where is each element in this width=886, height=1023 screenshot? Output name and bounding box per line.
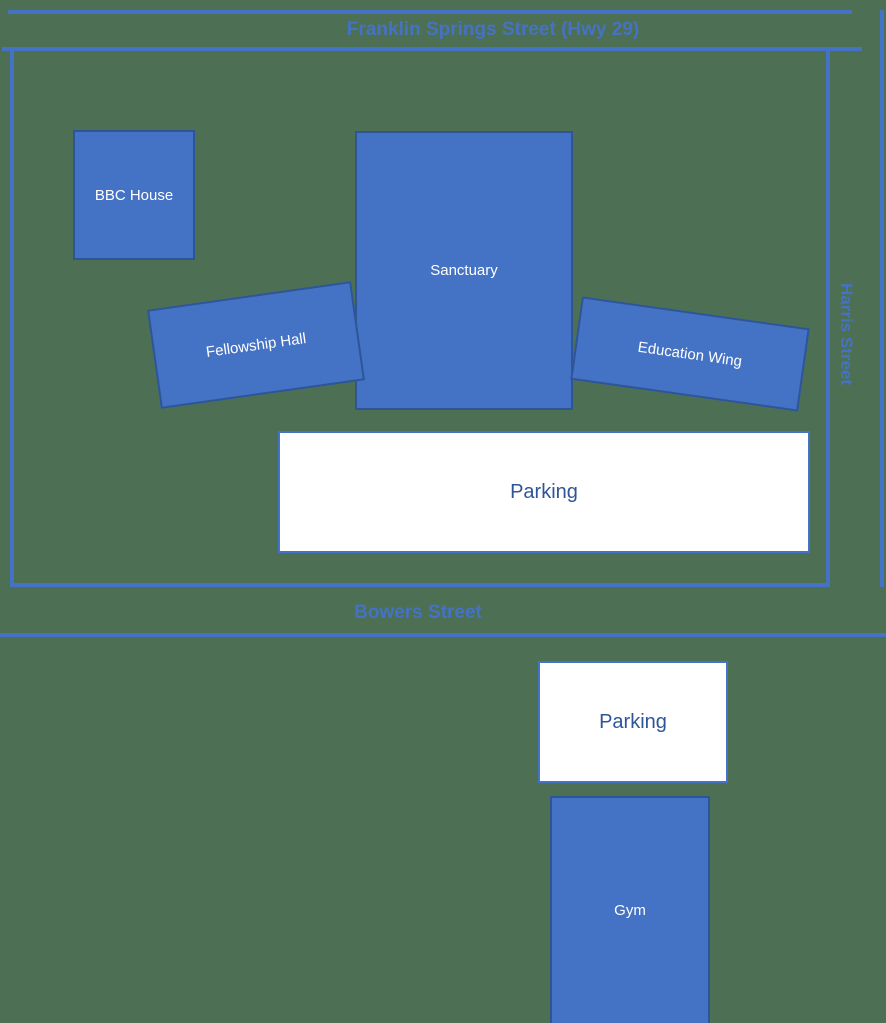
franklin-street-label: Franklin Springs Street (Hwy 29) [346,19,640,40]
building-bbc-house-label: BBC House [94,186,174,204]
parking-lot-lower-label: Parking [599,710,667,733]
bowers-street-top-line [10,583,830,587]
bowers-street-label: Bowers Street [354,602,482,623]
building-gym: Gym [550,796,710,1023]
parking-lot-lower: Parking [538,661,728,783]
parking-lot-upper: Parking [278,431,810,553]
building-gym-label: Gym [614,902,646,919]
campus-left-boundary-line [10,47,14,587]
harris-street-left-line [826,47,830,587]
building-bbc-house: BBC House [73,130,195,260]
franklin-street-top-line [8,10,852,14]
harris-street-label: Harris Street [837,283,856,386]
building-sanctuary: Sanctuary [355,131,573,410]
building-education-wing-label: Education Wing [636,338,744,370]
parking-lot-upper-label: Parking [510,480,578,503]
harris-street-right-line [880,10,884,587]
building-fellowship-hall-label: Fellowship Hall [204,329,308,361]
building-fellowship-hall: Fellowship Hall [147,281,365,409]
bowers-street-bottom-line [0,633,886,637]
franklin-street-bottom-line [2,47,862,51]
building-education-wing: Education Wing [570,296,810,412]
building-sanctuary-label: Sanctuary [430,262,498,279]
